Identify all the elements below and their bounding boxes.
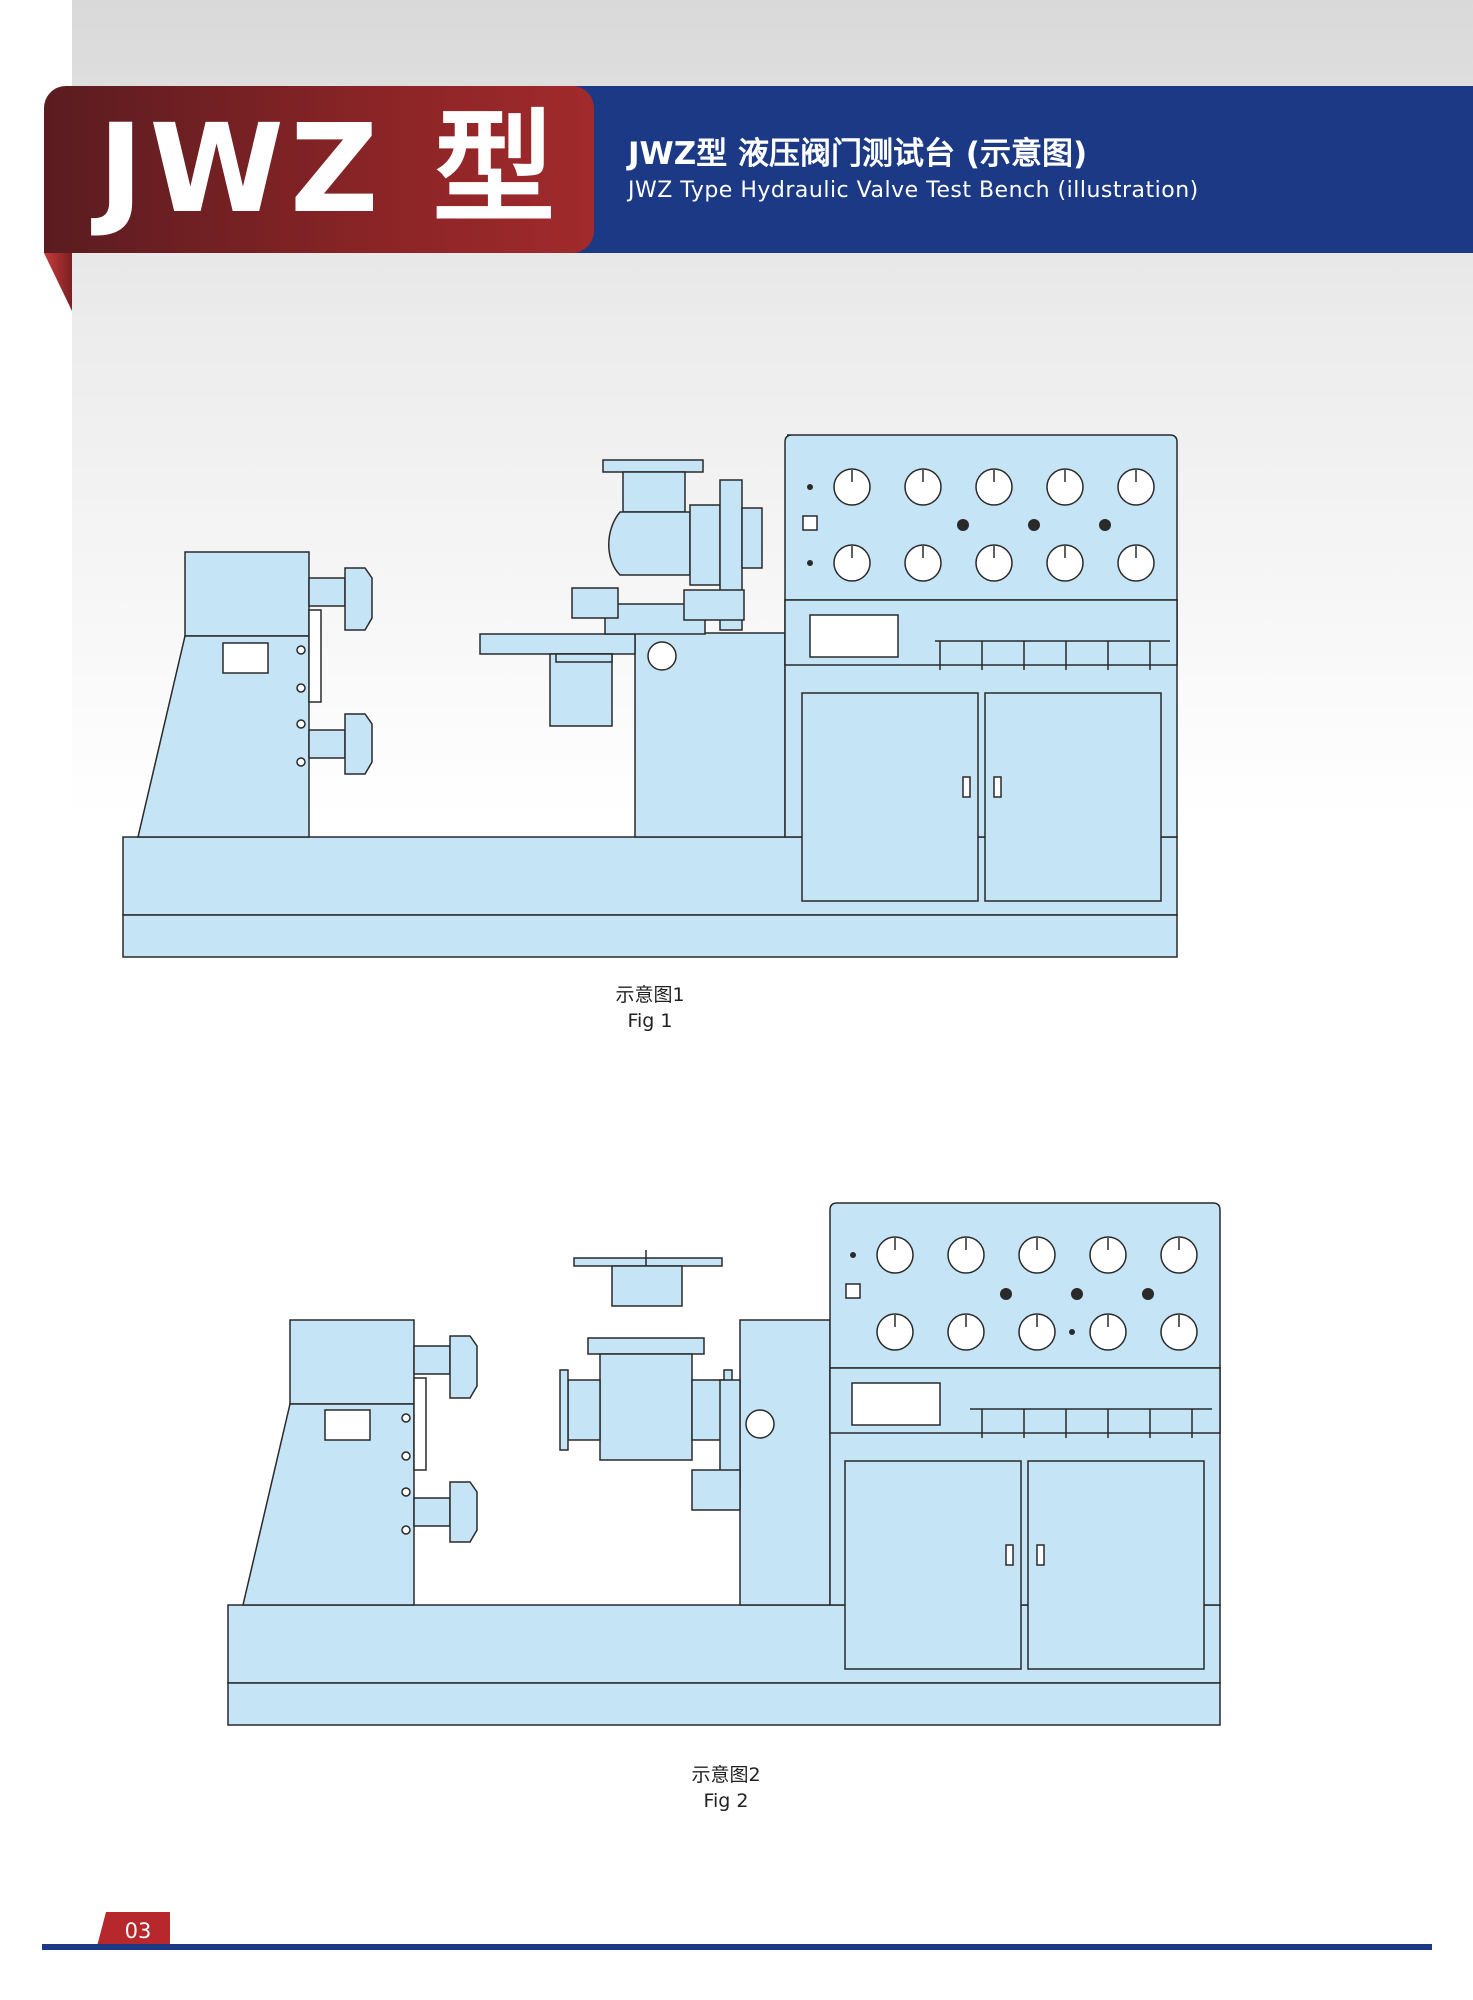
figure-1-caption: 示意图1 Fig 1 <box>560 982 740 1034</box>
page-number: 03 <box>106 1912 170 1950</box>
page-title-chinese: JWZ型 液压阀门测试台 (示意图) <box>628 136 1088 172</box>
page-number-tab-edge <box>96 1912 106 1950</box>
figure-2-caption: 示意图2 Fig 2 <box>636 1762 816 1814</box>
figure-2-caption-en: Fig 2 <box>703 1790 749 1812</box>
figure-2-caption-cn: 示意图2 <box>691 1764 761 1786</box>
figure-1-caption-cn: 示意图1 <box>615 984 685 1006</box>
fig1-base-lower <box>122 914 1178 958</box>
figure-1-caption-en: Fig 1 <box>627 1010 673 1032</box>
footer-rule <box>42 1944 1432 1950</box>
header-band <box>560 86 1473 253</box>
header-model-tab <box>44 86 594 253</box>
figure-1-illustration <box>122 434 1178 958</box>
page-margin-strip <box>0 0 72 2000</box>
model-badge: JWZ 型 <box>98 98 561 240</box>
page-title-english: JWZ Type Hydraulic Valve Test Bench (ill… <box>628 178 1199 203</box>
fig2-base-lower <box>227 1682 1221 1726</box>
